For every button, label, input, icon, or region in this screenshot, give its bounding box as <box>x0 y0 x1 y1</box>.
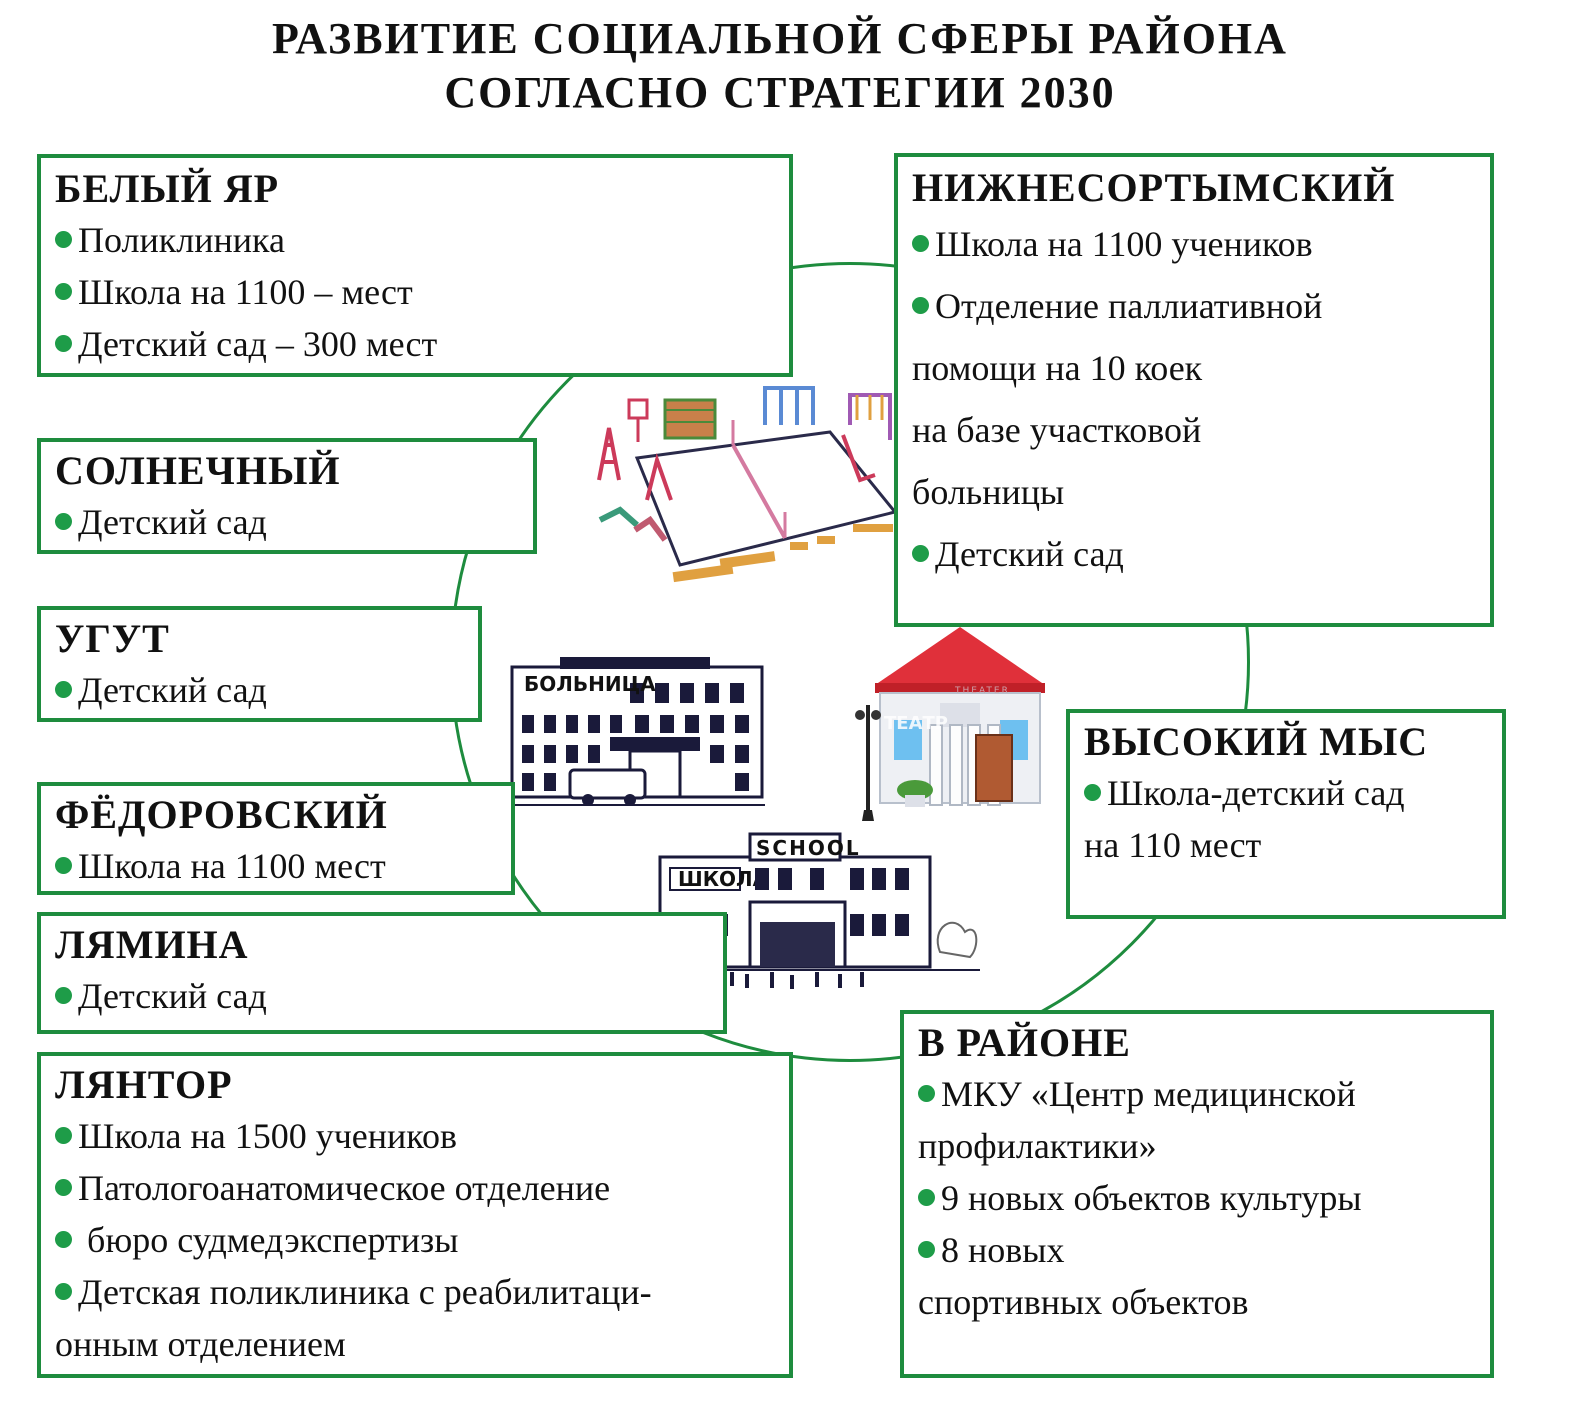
box-heading: ВЫСОКИЙ МЫС <box>1084 719 1429 764</box>
item-list: МКУ «Центр медицинской профилактики» 9 н… <box>918 1068 1476 1328</box>
list-item: Школа-детский сад <box>1084 767 1488 819</box>
theater-small-sign: THEATER <box>954 686 1010 696</box>
item-list: Школа на 1500 учеников Патологоанатомиче… <box>55 1110 775 1370</box>
bullet-icon <box>55 513 72 530</box>
list-item: 8 новых <box>918 1224 1476 1276</box>
box-heading: СОЛНЕЧНЫЙ <box>55 448 341 493</box>
item-list: Детский сад <box>55 970 709 1022</box>
list-item: Детский сад <box>55 496 519 548</box>
box-nizhnesortymsky: НИЖНЕСОРТЫМСКИЙ Школа на 1100 учеников О… <box>894 153 1494 627</box>
bullet-icon <box>1084 784 1101 801</box>
list-item: 9 новых объектов культуры <box>918 1172 1476 1224</box>
box-v-rayone: В РАЙОНЕ МКУ «Центр медицинской профилак… <box>900 1010 1494 1378</box>
box-solnechny: СОЛНЕЧНЫЙ Детский сад <box>37 438 537 554</box>
box-heading: В РАЙОНЕ <box>918 1020 1131 1065</box>
list-item-continuation: помощи на 10 коек <box>912 348 1203 388</box>
item-list: Школа-детский сад на 110 мест <box>1084 767 1488 871</box>
box-heading: БЕЛЫЙ ЯР <box>55 166 280 211</box>
item-list: Школа на 1100 мест <box>55 840 497 892</box>
list-item-continuation: на базе участковой <box>912 410 1202 450</box>
school-sign-ru: ШКОЛА <box>678 867 769 891</box>
box-heading: ЛЯНТОР <box>55 1062 233 1107</box>
item-list: Поликлиника Школа на 1100 – мест Детский… <box>55 214 775 370</box>
bullet-icon <box>912 297 929 314</box>
box-lyantor: ЛЯНТОР Школа на 1500 учеников Патологоан… <box>37 1052 793 1378</box>
hospital-sign: БОЛЬНИЦА <box>524 672 656 696</box>
sports-ground-icon <box>597 386 898 583</box>
bullet-icon <box>912 235 929 252</box>
bullet-icon <box>55 1283 72 1300</box>
bullet-icon <box>55 987 72 1004</box>
list-item: Патологоанатомическое отделение <box>55 1162 775 1214</box>
list-item-continuation: спортивных объектов <box>918 1282 1249 1322</box>
list-item-continuation: больницы <box>912 472 1065 512</box>
box-fedorovsky: ФЁДОРОВСКИЙ Школа на 1100 мест <box>37 782 515 895</box>
list-item: Поликлиника <box>55 214 775 266</box>
list-item: Отделение паллиативной <box>912 275 1476 337</box>
bullet-icon <box>55 681 72 698</box>
list-item: Детский сад – 300 мест <box>55 318 775 370</box>
list-item-continuation: профилактики» <box>918 1126 1157 1166</box>
page-title-line2: СОГЛАСНО СТРАТЕГИИ 2030 <box>444 68 1116 117</box>
bullet-icon <box>918 1189 935 1206</box>
box-heading: УГУТ <box>55 616 170 661</box>
box-heading: ЛЯМИНА <box>55 922 249 967</box>
theater-building-icon: THEATER ТЕАТР <box>855 627 1045 821</box>
page-title-line1: РАЗВИТИЕ СОЦИАЛЬНОЙ СФЕРЫ РАЙОНА <box>272 14 1288 63</box>
item-list: Школа на 1100 учеников Отделение паллиат… <box>912 213 1476 585</box>
bullet-icon <box>55 1127 72 1144</box>
hospital-building-icon: БОЛЬНИЦА <box>500 657 765 806</box>
list-item: Школа на 1100 учеников <box>912 213 1476 275</box>
box-ugut: УГУТ Детский сад <box>37 606 482 722</box>
box-heading: НИЖНЕСОРТЫМСКИЙ <box>912 165 1396 210</box>
list-item: Детская поликлиника с реабилитаци- <box>55 1266 775 1318</box>
bullet-icon <box>918 1085 935 1102</box>
bullet-icon <box>55 335 72 352</box>
list-item-continuation: на 110 мест <box>1084 825 1262 865</box>
bullet-icon <box>55 1231 72 1248</box>
item-list: Детский сад <box>55 496 519 548</box>
school-sign-en: SCHOOL <box>756 836 861 860</box>
bullet-icon <box>55 1179 72 1196</box>
item-list: Детский сад <box>55 664 464 716</box>
list-item: Школа на 1100 мест <box>55 840 497 892</box>
bullet-icon <box>55 857 72 874</box>
bullet-icon <box>55 283 72 300</box>
list-item: Школа на 1100 – мест <box>55 266 775 318</box>
list-item: Детский сад <box>55 664 464 716</box>
list-item: МКУ «Центр медицинской <box>918 1068 1476 1120</box>
list-item-continuation: онным отделением <box>55 1324 346 1364</box>
bullet-icon <box>55 231 72 248</box>
bullet-icon <box>918 1241 935 1258</box>
box-lyamina: ЛЯМИНА Детский сад <box>37 912 727 1034</box>
bullet-icon <box>912 545 929 562</box>
list-item: Детский сад <box>912 523 1476 585</box>
theater-sign: ТЕАТР <box>884 713 948 734</box>
box-belyi-yar: БЕЛЫЙ ЯР Поликлиника Школа на 1100 – мес… <box>37 154 793 377</box>
box-heading: ФЁДОРОВСКИЙ <box>55 792 388 837</box>
box-vysokiy-mys: ВЫСОКИЙ МЫС Школа-детский сад на 110 мес… <box>1066 709 1506 919</box>
list-item: бюро судмедэкспертизы <box>55 1214 775 1266</box>
list-item: Школа на 1500 учеников <box>55 1110 775 1162</box>
list-item: Детский сад <box>55 970 709 1022</box>
